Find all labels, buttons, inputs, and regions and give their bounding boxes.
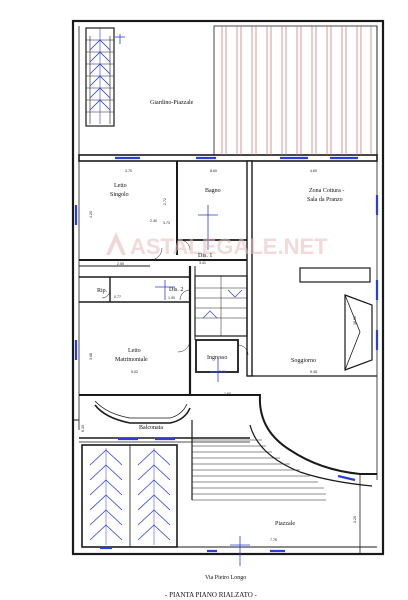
dim-5: 2.72: [163, 198, 167, 205]
dim-18: 7.76: [270, 538, 277, 542]
label-balconata: Balconata: [139, 425, 163, 431]
dim-12: 3.68: [89, 353, 93, 360]
pergola: [213, 25, 378, 156]
label-letto-matr-2: Matrimoniale: [115, 357, 148, 363]
dim-10: 1.90: [168, 296, 175, 300]
street-label: Via Pietro Longo: [205, 575, 246, 581]
dim-2: 8.60: [210, 169, 217, 173]
interior-stair: [195, 276, 247, 336]
dim-7: 2.55: [117, 262, 124, 266]
label-giardino: Giardino-Piazzale: [150, 100, 194, 106]
plan-title: - PIANTA PIANO RIALZATO -: [165, 591, 258, 599]
label-letto-matr-1: Letto: [128, 348, 141, 354]
dim-4: 4.20: [89, 211, 93, 218]
dim-13: 9.45: [310, 370, 317, 374]
garden-stair: [85, 27, 115, 127]
label-zona-cottura-1: Zona Cottura -: [309, 188, 344, 194]
label-piazzale: Piazzale: [275, 521, 295, 527]
label-bagno: Bagno: [205, 188, 221, 194]
terrace-stairs: [191, 420, 326, 501]
dim-8: 3.41: [199, 261, 206, 265]
dim-6: 3.73: [163, 221, 170, 225]
dim-20: 1.60: [224, 392, 231, 396]
dim-3: 4.60: [310, 169, 317, 173]
doors: [101, 239, 249, 356]
dimension-labels: 3.70 8.60 4.60 4.20 2.72 3.73 2.55 3.41 …: [81, 169, 357, 542]
dim-9: 0.77: [114, 295, 121, 299]
watermark-text: ASTALEGALE.NET: [130, 234, 328, 259]
dim-17: 3.20: [353, 516, 357, 523]
label-soggiorno: Soggiorno: [291, 358, 316, 364]
label-dis1: Dis. 1: [198, 253, 212, 259]
dim-15: 18.00: [353, 316, 357, 325]
watermark: ASTALEGALE.NET: [106, 232, 328, 259]
dim-14: 2.51: [219, 370, 226, 374]
label-letto-singolo-1: Letto: [114, 183, 127, 189]
label-dis2: Dis. 2: [169, 287, 183, 293]
dim-11: 5.02: [131, 370, 138, 374]
label-letto-singolo-2: Singolo: [110, 192, 129, 198]
room-labels: Giardino-Piazzale Letto Singolo Bagno Zo…: [97, 100, 344, 527]
dim-1: 3.70: [125, 169, 132, 173]
ramp: [89, 448, 171, 545]
dim-19: 2.40: [150, 219, 157, 223]
label-zona-cottura-2: Sala da Pranzo: [307, 197, 343, 203]
walls: [71, 19, 385, 556]
label-rip: Rip.: [97, 288, 108, 294]
openings: [74, 156, 379, 553]
dim-16: 6.10: [81, 425, 85, 432]
label-ingresso: Ingresso: [207, 355, 227, 361]
axis-markers: [115, 34, 250, 566]
